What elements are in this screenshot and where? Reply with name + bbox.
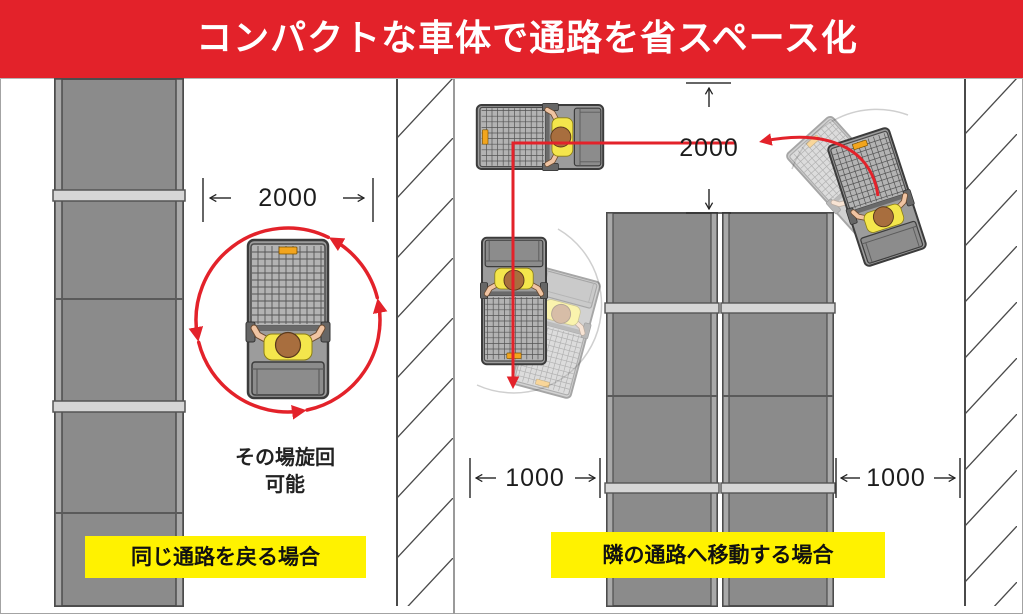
route-arrow-icon — [506, 141, 735, 390]
rack-beam — [52, 400, 186, 413]
turn-note-line1: その場旋回 — [235, 445, 335, 469]
cart-icon — [477, 103, 603, 170]
rack-post-right — [175, 78, 184, 607]
rotation-arc — [196, 340, 307, 420]
wall-left — [396, 79, 453, 606]
rack-beam — [604, 482, 720, 494]
turn-clearance-label: 2000 — [679, 134, 739, 162]
rotation-arc — [188, 226, 331, 342]
cart-turning-in-place — [246, 240, 330, 398]
left-panel — [52, 78, 453, 607]
rack-beam — [720, 302, 836, 314]
rack-post-left — [606, 212, 614, 607]
turn-note-line2: 可能 — [265, 472, 305, 496]
rotation-arrow-icon — [188, 226, 388, 420]
left-aisle-label: 1000 — [505, 464, 565, 492]
aisle-width-label: 2000 — [258, 184, 318, 212]
rack-beam — [720, 482, 836, 494]
wall-hatching — [965, 79, 1017, 606]
rack-column — [52, 78, 186, 607]
wall-hatching — [397, 79, 453, 606]
rack-beam — [604, 302, 720, 314]
rack-post-right — [826, 212, 834, 607]
header-title: コンパクトな車体で通路を省スペース化 — [196, 18, 858, 59]
header-banner: コンパクトな車体で通路を省スペース化 — [0, 0, 1023, 78]
cart-icon — [246, 240, 330, 398]
right-aisle-label: 1000 — [866, 464, 926, 492]
wall-right — [964, 79, 1017, 606]
rack-body — [54, 78, 184, 607]
rotation-arc — [328, 237, 380, 300]
turn-arrow-icon — [759, 133, 880, 197]
rotation-arc — [305, 298, 388, 412]
rack-beam — [52, 189, 186, 202]
rack-post-left — [54, 78, 63, 607]
caption-same-aisle: 同じ通路を戻る場合 — [85, 536, 366, 578]
left-aisle-dimension — [469, 458, 601, 498]
swing-arc — [476, 228, 603, 394]
cart-crossing — [477, 103, 603, 170]
aisle-width-dimension — [202, 178, 374, 222]
turn-clearance-dimension — [686, 82, 731, 214]
caption-next-aisle: 隣の通路へ移動する場合 — [551, 532, 885, 578]
right-aisle-dimension — [835, 458, 961, 498]
